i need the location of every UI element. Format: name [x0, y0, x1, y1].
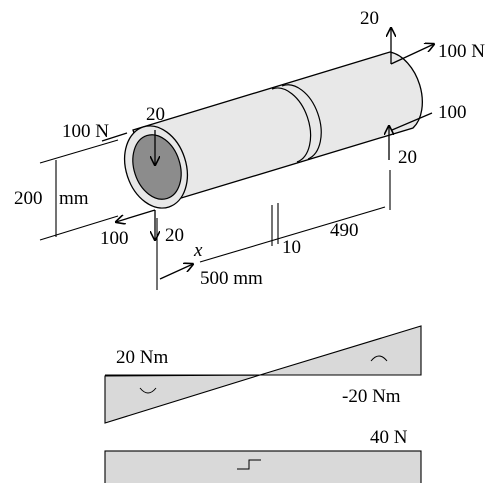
axial-arrow-right — [390, 44, 434, 65]
label-top-shear: 20 — [360, 8, 379, 29]
length-dimension — [156, 170, 391, 290]
moment-negative-region — [104, 374, 261, 424]
torque-arrow-right — [391, 112, 433, 131]
x-axis-arrow — [159, 264, 193, 280]
label-segment-length: 490 — [330, 220, 359, 241]
hogging-symbol — [370, 355, 388, 362]
label-moment-right: -20 Nm — [342, 386, 401, 407]
joint-line-1 — [271, 87, 312, 163]
label-shear-value: 40 N — [370, 427, 408, 448]
torque-arrow-left — [116, 209, 156, 222]
cylinder-body — [124, 51, 423, 209]
axial-arrow-left — [101, 132, 128, 142]
label-torque-right: 100 — [438, 102, 467, 123]
label-moment-left: 20 Nm — [116, 347, 168, 368]
diameter-dimension — [39, 139, 119, 241]
label-torque-left: 100 — [100, 228, 129, 249]
cylinder-bore — [132, 134, 182, 200]
label-total-length: 500 mm — [200, 268, 263, 289]
shear-diagram — [104, 450, 422, 483]
shear-region — [104, 450, 422, 483]
moment-positive-region — [259, 325, 422, 376]
label-axial-left: 100 N — [62, 121, 109, 142]
label-x-axis: x — [193, 240, 203, 261]
joint-line-2 — [281, 84, 322, 160]
sagging-symbol — [139, 387, 157, 394]
label-axial-right: 100 N — [438, 41, 485, 62]
moment-diagram — [104, 325, 422, 424]
step-symbol — [237, 459, 261, 470]
label-diameter: 200 — [14, 188, 43, 209]
label-shear-left-top: 20 — [146, 104, 165, 125]
label-diameter-unit: mm — [59, 188, 89, 209]
label-gap: 10 — [282, 237, 301, 258]
label-shear-right: 20 — [398, 147, 417, 168]
label-shear-left-bottom: 20 — [165, 225, 184, 246]
